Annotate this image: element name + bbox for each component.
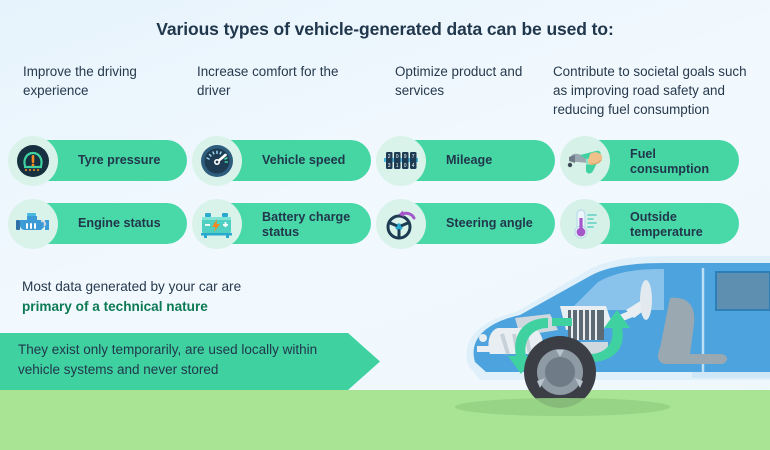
svg-text:2: 2 [388,154,391,160]
cutaway-car-illustration [420,250,770,415]
pill-fuel-consumption[interactable]: Fuel consumption [560,135,739,186]
statement-highlight: primary of a technical nature [22,298,208,314]
pill-engine-status[interactable]: Engine status [8,198,187,249]
car-battery-icon [192,198,242,249]
statement-block: Most data generated by your car are prim… [22,277,352,316]
pill-label: Outside temperature [630,210,703,239]
pill-battery-charge-status[interactable]: Battery charge status [192,198,371,249]
pill-steering-angle[interactable]: Steering angle [376,198,555,249]
svg-text:0: 0 [396,154,399,160]
pill-vehicle-speed[interactable]: Vehicle speed [192,135,371,186]
pill-label: Vehicle speed [262,153,346,168]
pill-label: Mileage [446,153,493,168]
svg-text:3: 3 [388,163,391,169]
pill-label: Fuel consumption [630,147,710,176]
car-shadow [455,398,670,416]
column-header-optimize-product: Optimize product and services [395,64,523,98]
column-header-increase-comfort: Increase comfort for the driver [197,64,339,98]
engine-block-icon [8,198,58,249]
page-title: Various types of vehicle-generated data … [156,19,614,39]
banner-shape [0,333,380,390]
column-header-improve-driving: Improve the driving experience [23,64,137,98]
pill-tyre-pressure[interactable]: Tyre pressure [8,135,187,186]
svg-text:9: 9 [404,154,407,160]
svg-text:1: 1 [396,163,399,169]
column-header-societal-goals: Contribute to societal goals such as imp… [553,64,747,117]
pill-label: Battery charge status [262,210,351,239]
pill-label: Engine status [78,216,161,231]
svg-text:4: 4 [412,163,415,169]
tyre-pressure-warning-icon [8,135,58,186]
speedometer-icon [192,135,242,186]
steering-wheel-icon [376,198,426,249]
svg-text:0: 0 [404,163,407,169]
thermometer-icon [560,198,610,249]
svg-text:7: 7 [412,154,415,160]
pill-label: Tyre pressure [78,153,161,168]
pill-label: Steering angle [446,216,533,231]
statement-line1: Most data generated by your car are [22,279,242,294]
banner-text: They exist only temporarily, are used lo… [18,342,318,377]
fuel-pump-nozzle-icon [560,135,610,186]
pill-outside-temperature[interactable]: Outside temperature [560,198,739,249]
